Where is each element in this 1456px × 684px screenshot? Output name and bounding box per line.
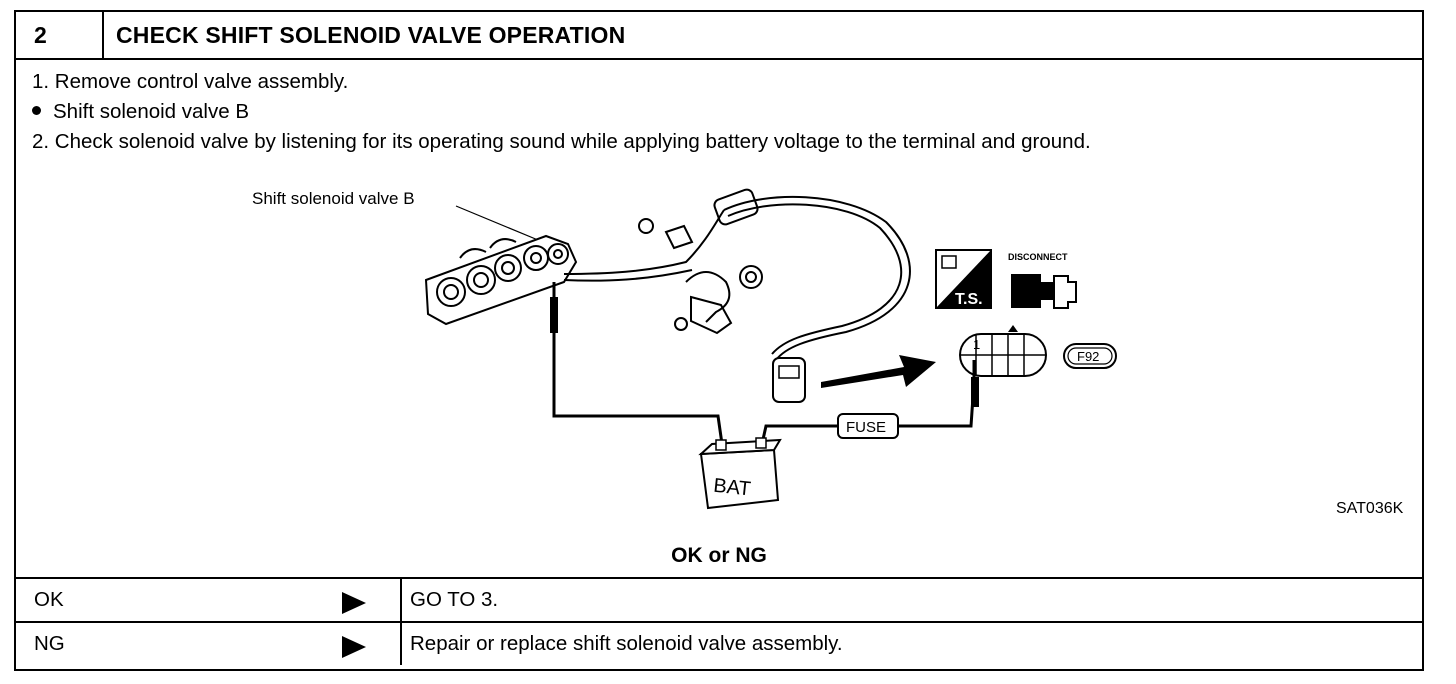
- probe-left: [550, 297, 558, 333]
- terminal-number: 1: [973, 337, 980, 352]
- callout-leader: [455, 205, 539, 241]
- svg-text:T.S.: T.S.: [955, 291, 983, 308]
- result-action: Repair or replace shift solenoid valve a…: [410, 632, 843, 655]
- row-divider: [400, 579, 402, 621]
- result-row-ng: NG Repair or replace shift solenoid valv…: [16, 621, 1422, 665]
- bullet-text: Shift solenoid valve B: [53, 100, 250, 123]
- svg-text:F92: F92: [1077, 349, 1099, 364]
- result-label: OK or NG: [671, 544, 767, 567]
- ts-icon: T.S.: [935, 249, 992, 309]
- wiring-harness: [563, 188, 911, 361]
- arrow-right-icon: [342, 636, 366, 658]
- procedure-title: CHECK SHIFT SOLENOID VALVE OPERATION: [116, 22, 626, 48]
- row-divider: [400, 623, 402, 665]
- svg-text:FUSE: FUSE: [846, 419, 886, 436]
- callout-text: Shift solenoid valve B: [252, 189, 415, 208]
- instruction-step-2: 2. Check solenoid valve by listening for…: [32, 130, 1091, 153]
- svg-text:DISCONNECT: DISCONNECT: [1008, 252, 1068, 262]
- fuse: FUSE: [837, 413, 899, 439]
- solenoid-test-diagram: Shift solenoid valve B: [252, 188, 1117, 510]
- battery: BAT: [698, 437, 782, 510]
- bullet-icon: [32, 106, 41, 116]
- result-condition: NG: [34, 632, 65, 655]
- result-row-ok: OK GO TO 3.: [16, 577, 1422, 621]
- result-action: GO TO 3.: [410, 588, 499, 611]
- connector-code-badge: F92: [1063, 343, 1117, 369]
- direction-arrow-icon: [821, 355, 936, 388]
- probe-right: [971, 377, 979, 407]
- procedure-header: 2 CHECK SHIFT SOLENOID VALVE OPERATION: [16, 12, 1422, 60]
- instruction-step-1: 1. Remove control valve assembly.: [32, 70, 349, 93]
- solenoid-valve-assembly: [424, 234, 578, 326]
- harness-connector: [772, 357, 806, 403]
- figure-id: SAT036K: [1336, 500, 1404, 517]
- procedure-frame: 2 CHECK SHIFT SOLENOID VALVE OPERATION 1…: [14, 10, 1424, 671]
- step-number: 2: [16, 12, 104, 58]
- arrow-right-icon: [342, 592, 366, 614]
- instruction-bullet: Shift solenoid valve B: [32, 100, 249, 124]
- disconnect-icon: DISCONNECT: [1008, 252, 1077, 309]
- result-condition: OK: [34, 588, 64, 611]
- connector-face: 1: [959, 325, 1047, 377]
- svg-text:BAT: BAT: [712, 475, 752, 501]
